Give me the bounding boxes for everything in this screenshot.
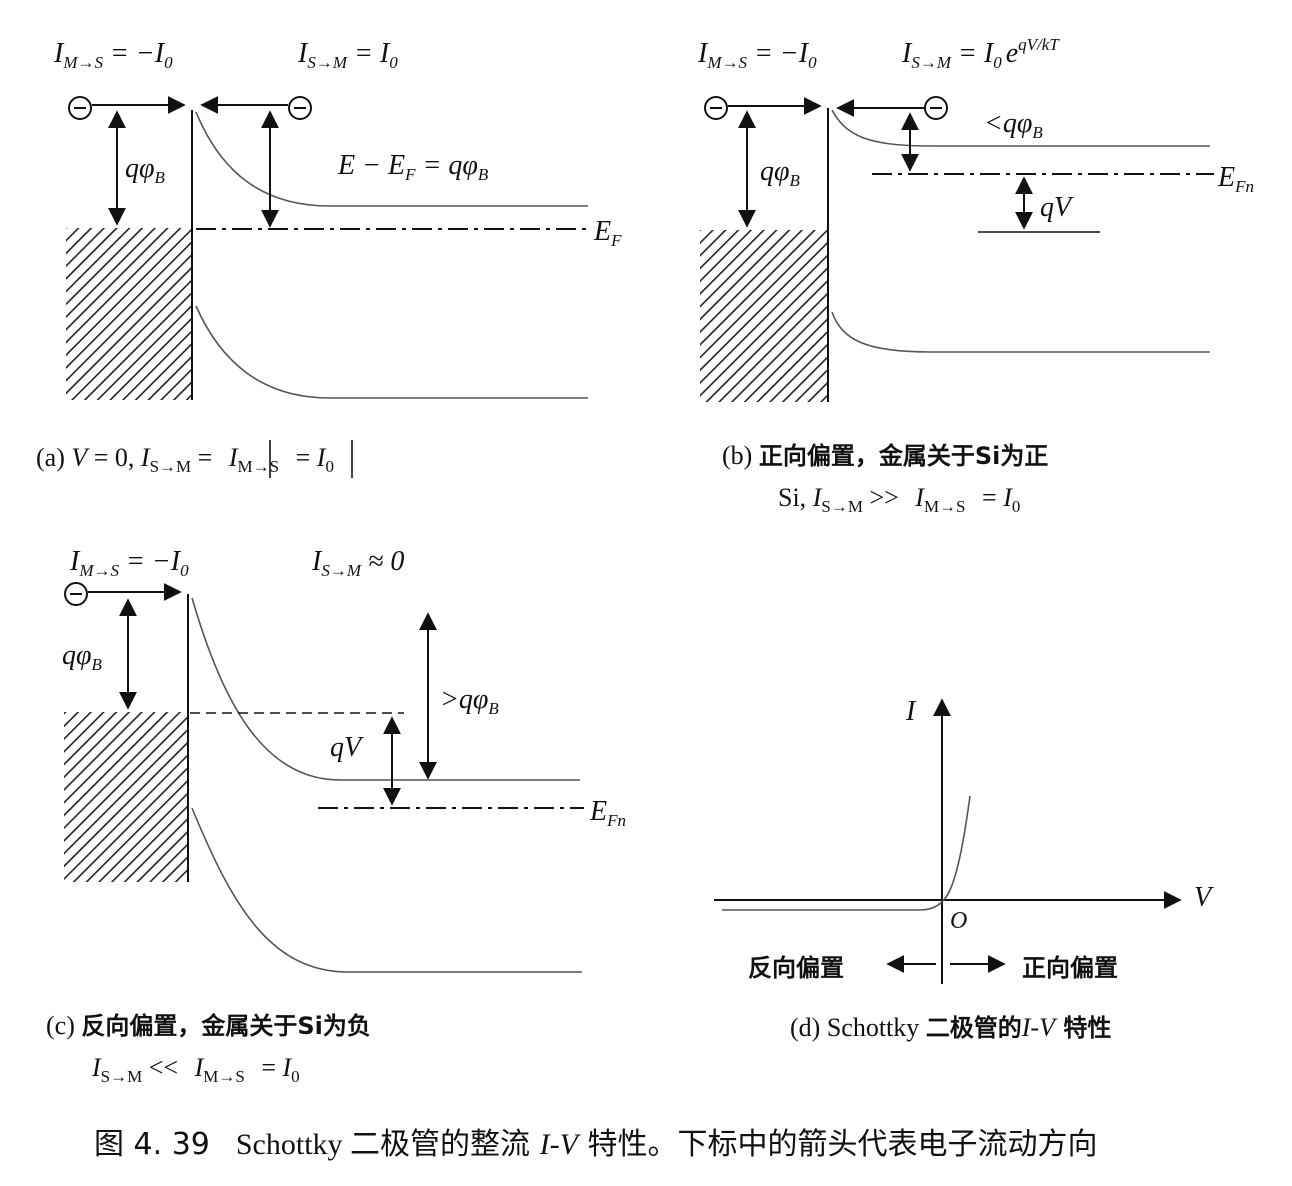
conduction-band [191,597,580,781]
energy-equation: E − EF = qφB [337,150,489,184]
panel-d: I V O 反向偏置 正向偏置 (d) Schottky 二极管的I-V 特性 [714,696,1214,1042]
barrier-label: qφB [62,640,103,674]
caption-b-line1: (b) 正向偏置，金属关于Si为正 [722,441,1048,470]
increased-barrier-label: >qφB [440,684,499,718]
y-axis-label: I [905,696,917,727]
current-metal-to-semi: IM→S = −I0 [697,38,817,72]
voltage-label: qV [1040,192,1074,223]
caption-a: (a) V = 0, IS→M = IM→S = I0 [36,443,334,476]
origin-label: O [950,908,967,934]
panel-c: IM→S = −I0 IS→M ≈ 0 qφB >qφB qV EFn (c) … [46,546,626,1086]
valence-band [831,311,1210,353]
reverse-bias-label: 反向偏置 [748,954,844,982]
barrier-label: qφB [125,153,166,187]
current-metal-to-semi: IM→S = −I0 [53,38,173,72]
current-semi-to-metal: IS→M = I0 [297,38,398,72]
iv-curve [722,795,971,911]
x-axis-label: V [1194,882,1214,913]
caption-c-line1: (c) 反向偏置，金属关于Si为负 [46,1011,371,1040]
forward-bias-label: 正向偏置 [1022,954,1118,982]
fermi-label: EF [593,216,622,250]
voltage-label: qV [330,732,364,763]
barrier-label: qφB [760,156,801,190]
fermi-label: EFn [1217,162,1254,196]
caption-b-line2: Si, IS→M >> IM→S = I0 [778,483,1020,516]
caption-d: (d) Schottky 二极管的I-V 特性 [790,1013,1111,1042]
reduced-barrier-label: <qφB [984,108,1043,142]
conduction-band [195,111,588,207]
current-metal-to-semi: IM→S = −I0 [69,546,189,580]
caption-c-line2: IS→M << IM→S = I0 [91,1053,300,1086]
panel-a: IM→S = −I0 IS→M = I0 qφB E − EF = qφB EF… [36,38,622,478]
metal-block [64,712,188,882]
valence-band [195,305,588,399]
current-semi-to-metal: IS→M ≈ 0 [311,546,404,580]
metal-block [700,230,828,402]
metal-block [66,228,192,400]
valence-band [191,807,582,973]
fermi-label: EFn [589,796,626,830]
conduction-band [831,109,1210,147]
